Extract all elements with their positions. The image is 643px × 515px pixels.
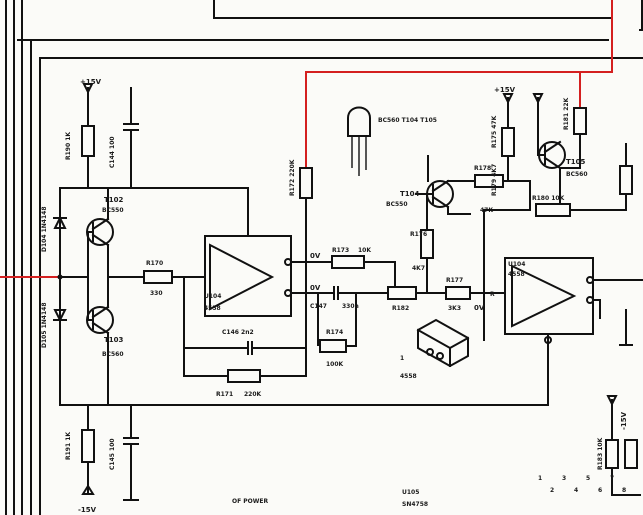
label-r173-val: 10K (358, 247, 371, 254)
label-t3: +15V (494, 86, 516, 94)
label-r174: R174 (326, 329, 343, 336)
label-t104-group: BC560 T104 T105 (378, 117, 437, 124)
label-t4: -15V (620, 411, 628, 430)
opamp-left (204, 187, 292, 317)
label-u-left: U104 (204, 293, 221, 300)
pin-label-6: 6 (598, 487, 602, 494)
label-d-lower: D105 1N4148 (41, 303, 48, 349)
label-r180: R180 10K (532, 195, 565, 202)
label-t105-type: BC560 (566, 171, 588, 178)
label-r173: R173 (332, 247, 349, 254)
label-r176-val: 4K7 (412, 265, 425, 272)
label-c146: C146 2n2 (222, 329, 254, 336)
pin-label-8: 8 (622, 487, 626, 494)
label-r177-val: 3K3 (448, 305, 461, 312)
label-r183: R183 10K (597, 437, 604, 470)
left-supply (53, 83, 249, 406)
label-u-right-type: 4558 (508, 271, 525, 278)
label-c147-val: 330n (342, 303, 359, 310)
resistor-r190 (81, 125, 95, 157)
label-t102-type: BC550 (102, 207, 124, 214)
top-frame (213, 0, 613, 19)
label-t103-type: BC560 (102, 351, 124, 358)
label-r181: R181 22K (563, 97, 570, 130)
label-chip-ref: 1 (400, 355, 404, 362)
left-bus-lines (5, 0, 41, 515)
resistor-r172 (299, 167, 313, 199)
label-r179: R179 4K7 (491, 164, 498, 196)
label-t1: +15V (80, 78, 102, 86)
transistor-t104 (415, 155, 531, 294)
label-t2: -15V (78, 506, 97, 514)
label-c-bot-left: C145 100 (109, 438, 116, 470)
top-right-frame (639, 0, 643, 31)
label-chip-type: 4558 (400, 373, 417, 380)
label-node-0v-1: 0V (310, 252, 321, 260)
pin-label-2: 2 (550, 487, 554, 494)
resistor-r170 (107, 270, 206, 284)
label-bottom-c: SN4758 (402, 501, 428, 508)
label-c147: C147 (310, 303, 327, 310)
label-r174-val: 100K (326, 361, 344, 368)
right-edge (605, 143, 641, 496)
label-r-mid: R (490, 291, 495, 298)
label-node-0v-2: 0V (310, 284, 321, 292)
opamp-right (483, 209, 643, 406)
label-bottom-a: OF POWER (232, 498, 269, 505)
label-d-upper: D104 1N4148 (41, 207, 48, 253)
label-r-bot-left: R191 1K (65, 432, 72, 460)
feedback-network (183, 261, 307, 383)
bottom-left-supply (59, 404, 549, 501)
label-t103: T103 (104, 336, 124, 344)
label-r177: R177 (446, 277, 463, 284)
label-r176: R176 (410, 231, 427, 238)
label-r170-val: 330 (150, 290, 163, 297)
pin-label-7: 7 (610, 475, 614, 482)
label-r172: R172 220K (289, 159, 296, 196)
transistor-package-sketch (347, 106, 371, 176)
transistor-t105 (483, 93, 626, 217)
bottom-pin-labels: 1 2 3 4 5 6 7 8 (538, 475, 626, 494)
label-r171: R171 (216, 391, 233, 398)
label-t104: T104 (400, 190, 420, 198)
ic-package-sketch (416, 318, 470, 368)
label-t104-type: BC550 (386, 201, 408, 208)
label-r170: R170 (146, 260, 163, 267)
pin-label-3: 3 (562, 475, 566, 482)
label-t105: T105 (566, 158, 586, 166)
label-r171-val: 220K (244, 391, 262, 398)
label-r175: R175 47K (491, 115, 498, 148)
label-c-top-left: C144 100 (109, 136, 116, 168)
label-r-top-left: R190 1K (65, 132, 72, 160)
top-bus-lines (17, 39, 643, 59)
pin-label-4: 4 (574, 487, 578, 494)
label-t102: T102 (104, 196, 124, 204)
label-u-right: U104 (508, 261, 525, 268)
label-r182: R182 (392, 305, 409, 312)
label-u-left-type: 4558 (204, 305, 221, 312)
pin-label-1: 1 (538, 475, 542, 482)
label-r178: R178 (474, 165, 491, 172)
mid-network (290, 255, 506, 377)
label-node-0v-3: 0V (474, 304, 485, 312)
pin-label-5: 5 (586, 475, 590, 482)
label-bottom-b: U105 (402, 489, 419, 496)
transistor-t103 (86, 276, 114, 406)
